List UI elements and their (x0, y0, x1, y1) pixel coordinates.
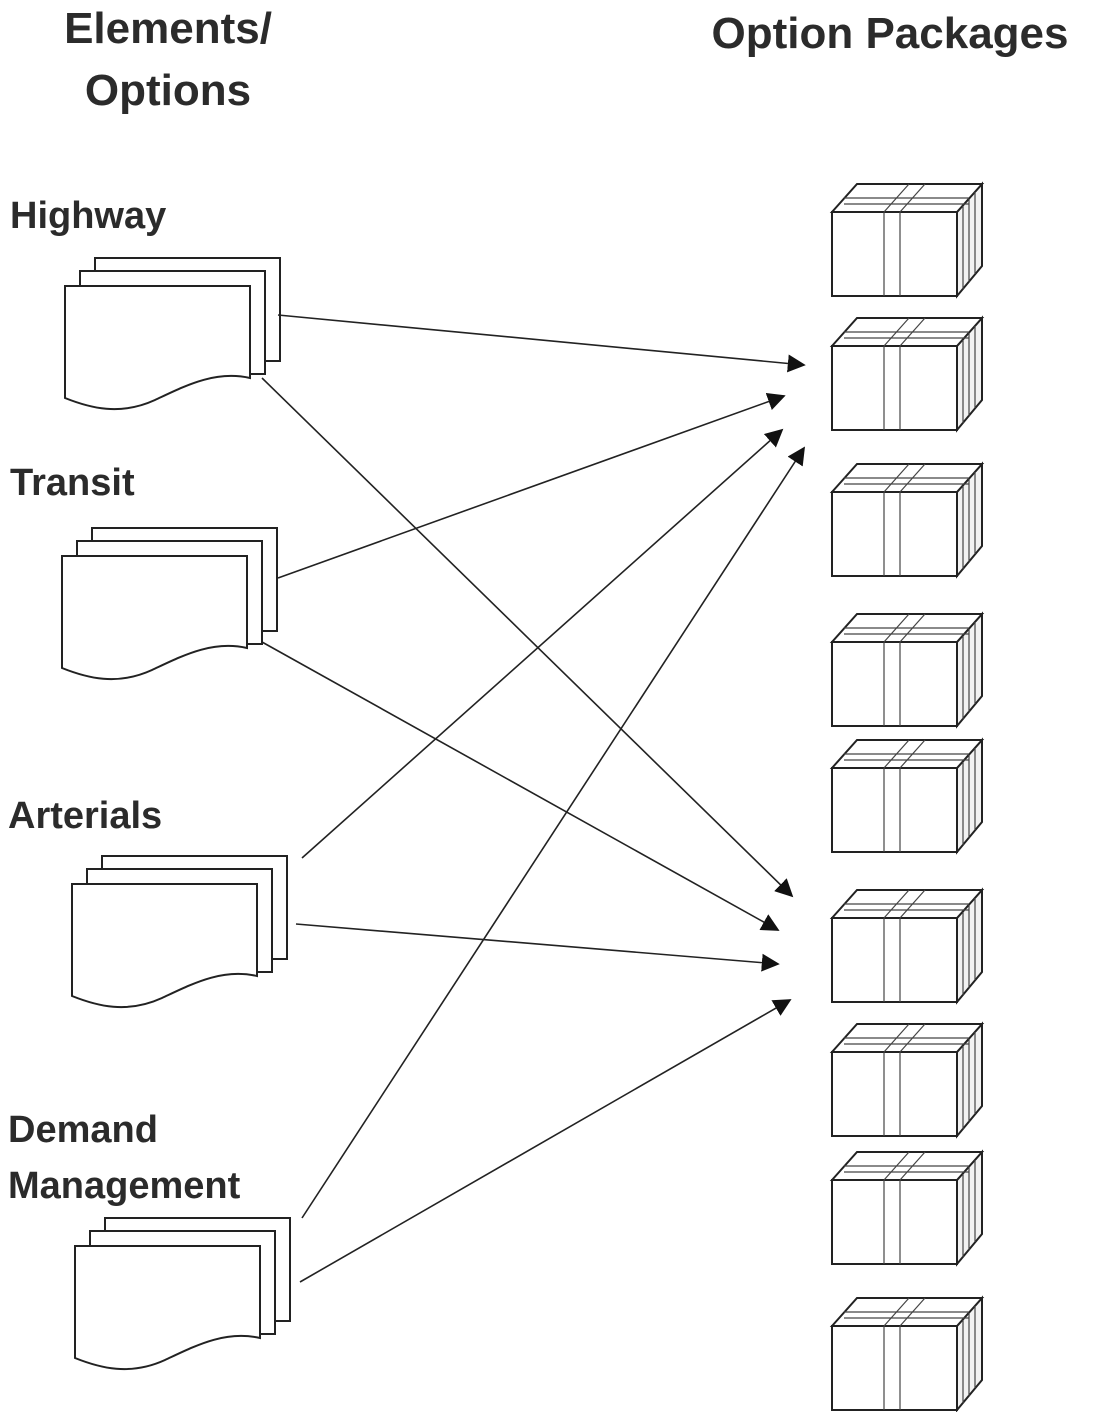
arrow-arterials-to-package-6 (295, 923, 780, 972)
package-box-icon-6 (831, 889, 983, 1003)
element-transit: Transit (10, 462, 278, 681)
package-box-icon-5 (831, 739, 983, 853)
element-label-demand-management-2: Management (8, 1165, 241, 1207)
arrow-arterials-to-package-2 (301, 428, 784, 859)
element-label-highway: Highway (10, 195, 166, 237)
package-box-icon-2 (831, 317, 983, 431)
document-stack-icon (64, 257, 281, 411)
arrow-highway-to-package-2 (277, 314, 806, 373)
arrow-demand-management-to-package-6 (299, 999, 792, 1283)
document-stack-icon (61, 527, 278, 681)
elements-heading-line1: Elements/ (64, 4, 272, 53)
element-highway: Highway (10, 195, 281, 411)
package-box-icon-7 (831, 1023, 983, 1137)
element-label-demand-management-1: Demand (8, 1109, 158, 1151)
element-label-arterials: Arterials (8, 795, 162, 837)
package-box-icon-9 (831, 1297, 983, 1411)
arrow-highway-to-package-6 (261, 377, 794, 898)
option-packages-heading: Option Packages (711, 9, 1068, 58)
document-stack-icon (74, 1217, 291, 1371)
package-box-icon-8 (831, 1151, 983, 1265)
element-label-transit: Transit (10, 462, 135, 504)
element-arterials: Arterials (8, 795, 288, 1009)
elements-heading-line2: Options (85, 66, 251, 115)
arrow-transit-to-package-6 (261, 641, 780, 931)
package-box-icon-4 (831, 613, 983, 727)
arrow-demand-management-to-package-2 (301, 446, 805, 1219)
arrow-transit-to-package-2 (277, 393, 786, 579)
option-packages (831, 183, 983, 1411)
package-box-icon-3 (831, 463, 983, 577)
document-stack-icon (71, 855, 288, 1009)
connection-arrows (261, 314, 806, 1283)
package-box-icon-1 (831, 183, 983, 297)
